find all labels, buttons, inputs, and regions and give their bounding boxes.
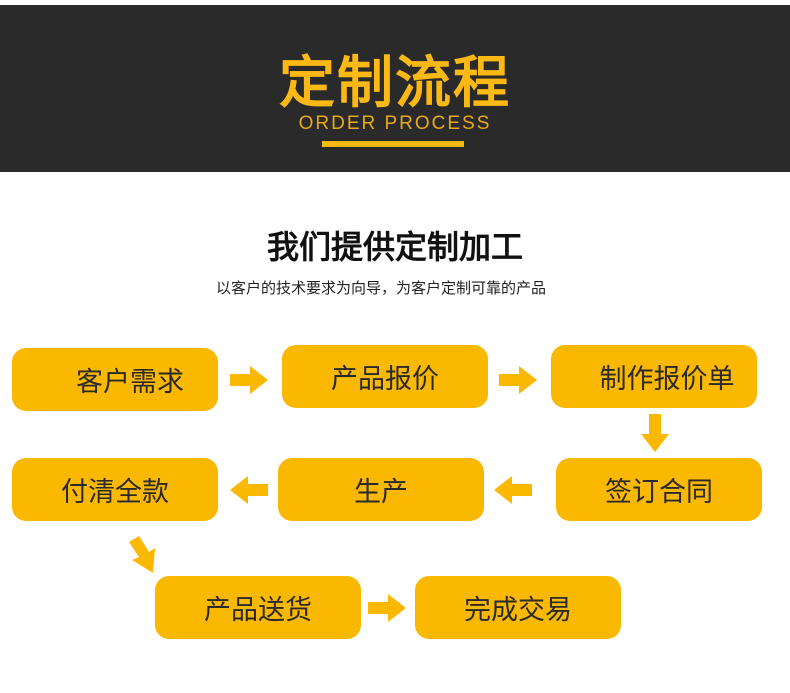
step-box: 签订合同 bbox=[556, 458, 762, 521]
step-box: 付清全款 bbox=[12, 458, 218, 521]
arrow-left-icon bbox=[230, 476, 268, 504]
banner-title: 定制流程 bbox=[279, 51, 511, 116]
step-box: 完成交易 bbox=[415, 576, 621, 639]
arrow-right-icon bbox=[368, 594, 406, 622]
arrow-right-icon bbox=[230, 366, 268, 394]
step-box: 产品送货 bbox=[155, 576, 361, 639]
banner-underline bbox=[322, 141, 464, 147]
arrow-down-right-icon bbox=[129, 536, 155, 573]
arrow-down-icon bbox=[641, 414, 669, 452]
step-box: 制作报价单 bbox=[551, 345, 757, 408]
banner-subtitle: ORDER PROCESS bbox=[298, 113, 492, 134]
section-description: 以客户的技术要求为向导，为客户定制可靠的产品 bbox=[215, 279, 546, 297]
step-box: 产品报价 bbox=[282, 345, 488, 408]
step-box: 客户需求 bbox=[12, 348, 218, 411]
step-box: 生产 bbox=[278, 458, 484, 521]
arrow-right-icon bbox=[499, 366, 537, 394]
section-heading: 我们提供定制加工 bbox=[266, 228, 523, 266]
header-banner: 定制流程 ORDER PROCESS bbox=[0, 5, 790, 172]
arrow-left-icon bbox=[494, 476, 532, 504]
